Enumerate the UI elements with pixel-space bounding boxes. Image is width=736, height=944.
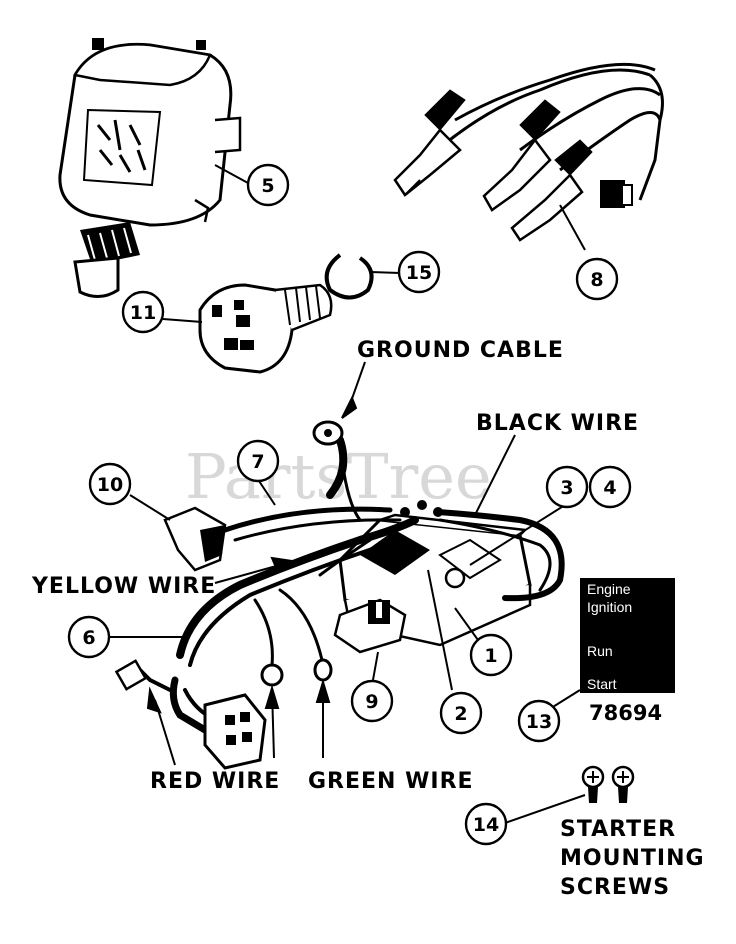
callout-1: 1 (469, 633, 513, 677)
svg-text:14: 14 (473, 814, 499, 836)
svg-text:3: 3 (560, 477, 573, 499)
callout-9: 9 (350, 679, 394, 723)
ground-cable-terminal (312, 420, 344, 446)
svg-text:15: 15 (406, 262, 432, 284)
decal-part-number: 78694 (589, 701, 662, 725)
ignition-decal: Engine Ignition Run Start (580, 578, 675, 693)
svg-text:5: 5 (261, 175, 274, 197)
svg-text:2: 2 (454, 703, 467, 725)
ring-terminals (260, 658, 333, 687)
svg-text:11: 11 (130, 302, 156, 324)
callout-6: 6 (67, 615, 111, 659)
red-wire-label: RED WIRE (150, 769, 280, 794)
yellow-wire-label: YELLOW WIRE (31, 574, 216, 599)
starter-screws-label-1: STARTER (560, 817, 676, 842)
ground-cable-label: GROUND CABLE (357, 338, 564, 363)
leader-lines (110, 164, 586, 824)
wire-harness (138, 436, 565, 734)
svg-text:13: 13 (526, 711, 552, 733)
callout-11: 11 (121, 290, 165, 334)
callout-7: 7 (236, 439, 280, 483)
black-wire-label: BLACK WIRE (476, 411, 639, 436)
starter-screws-label-2: MOUNTING (560, 846, 705, 871)
decal-start: Start (587, 676, 617, 692)
starter-screws (581, 765, 635, 803)
green-wire-label: GREEN WIRE (308, 769, 474, 794)
svg-text:10: 10 (97, 474, 123, 496)
callout-10: 10 (88, 462, 132, 506)
callout-14: 14 (464, 802, 508, 846)
connector-plug (163, 506, 227, 572)
callout-5: 5 (246, 163, 290, 207)
spade-connector (114, 659, 148, 691)
starter-motor (58, 38, 242, 298)
svg-text:7: 7 (251, 451, 264, 473)
svg-text:4: 4 (603, 477, 616, 499)
solenoid-plug (333, 598, 407, 654)
key-switch (198, 283, 333, 374)
callout-8: 8 (575, 257, 619, 301)
svg-text:9: 9 (365, 691, 378, 713)
callout-13: 13 (517, 699, 561, 743)
svg-text:6: 6 (82, 627, 95, 649)
switch-connector (203, 693, 267, 770)
retaining-clip (324, 253, 374, 300)
svg-text:1: 1 (484, 645, 497, 667)
callout-2: 2 (439, 691, 483, 735)
jumper-clamp-cable (393, 62, 664, 242)
svg-text:8: 8 (590, 269, 603, 291)
starter-screws-label-3: SCREWS (560, 875, 670, 900)
decal-engine: Engine (587, 581, 631, 597)
callout-15: 15 (397, 250, 441, 294)
callout-4: 4 (588, 465, 632, 509)
callout-3: 3 (545, 465, 589, 509)
decal-ignition: Ignition (587, 599, 632, 615)
decal-run: Run (587, 643, 613, 659)
